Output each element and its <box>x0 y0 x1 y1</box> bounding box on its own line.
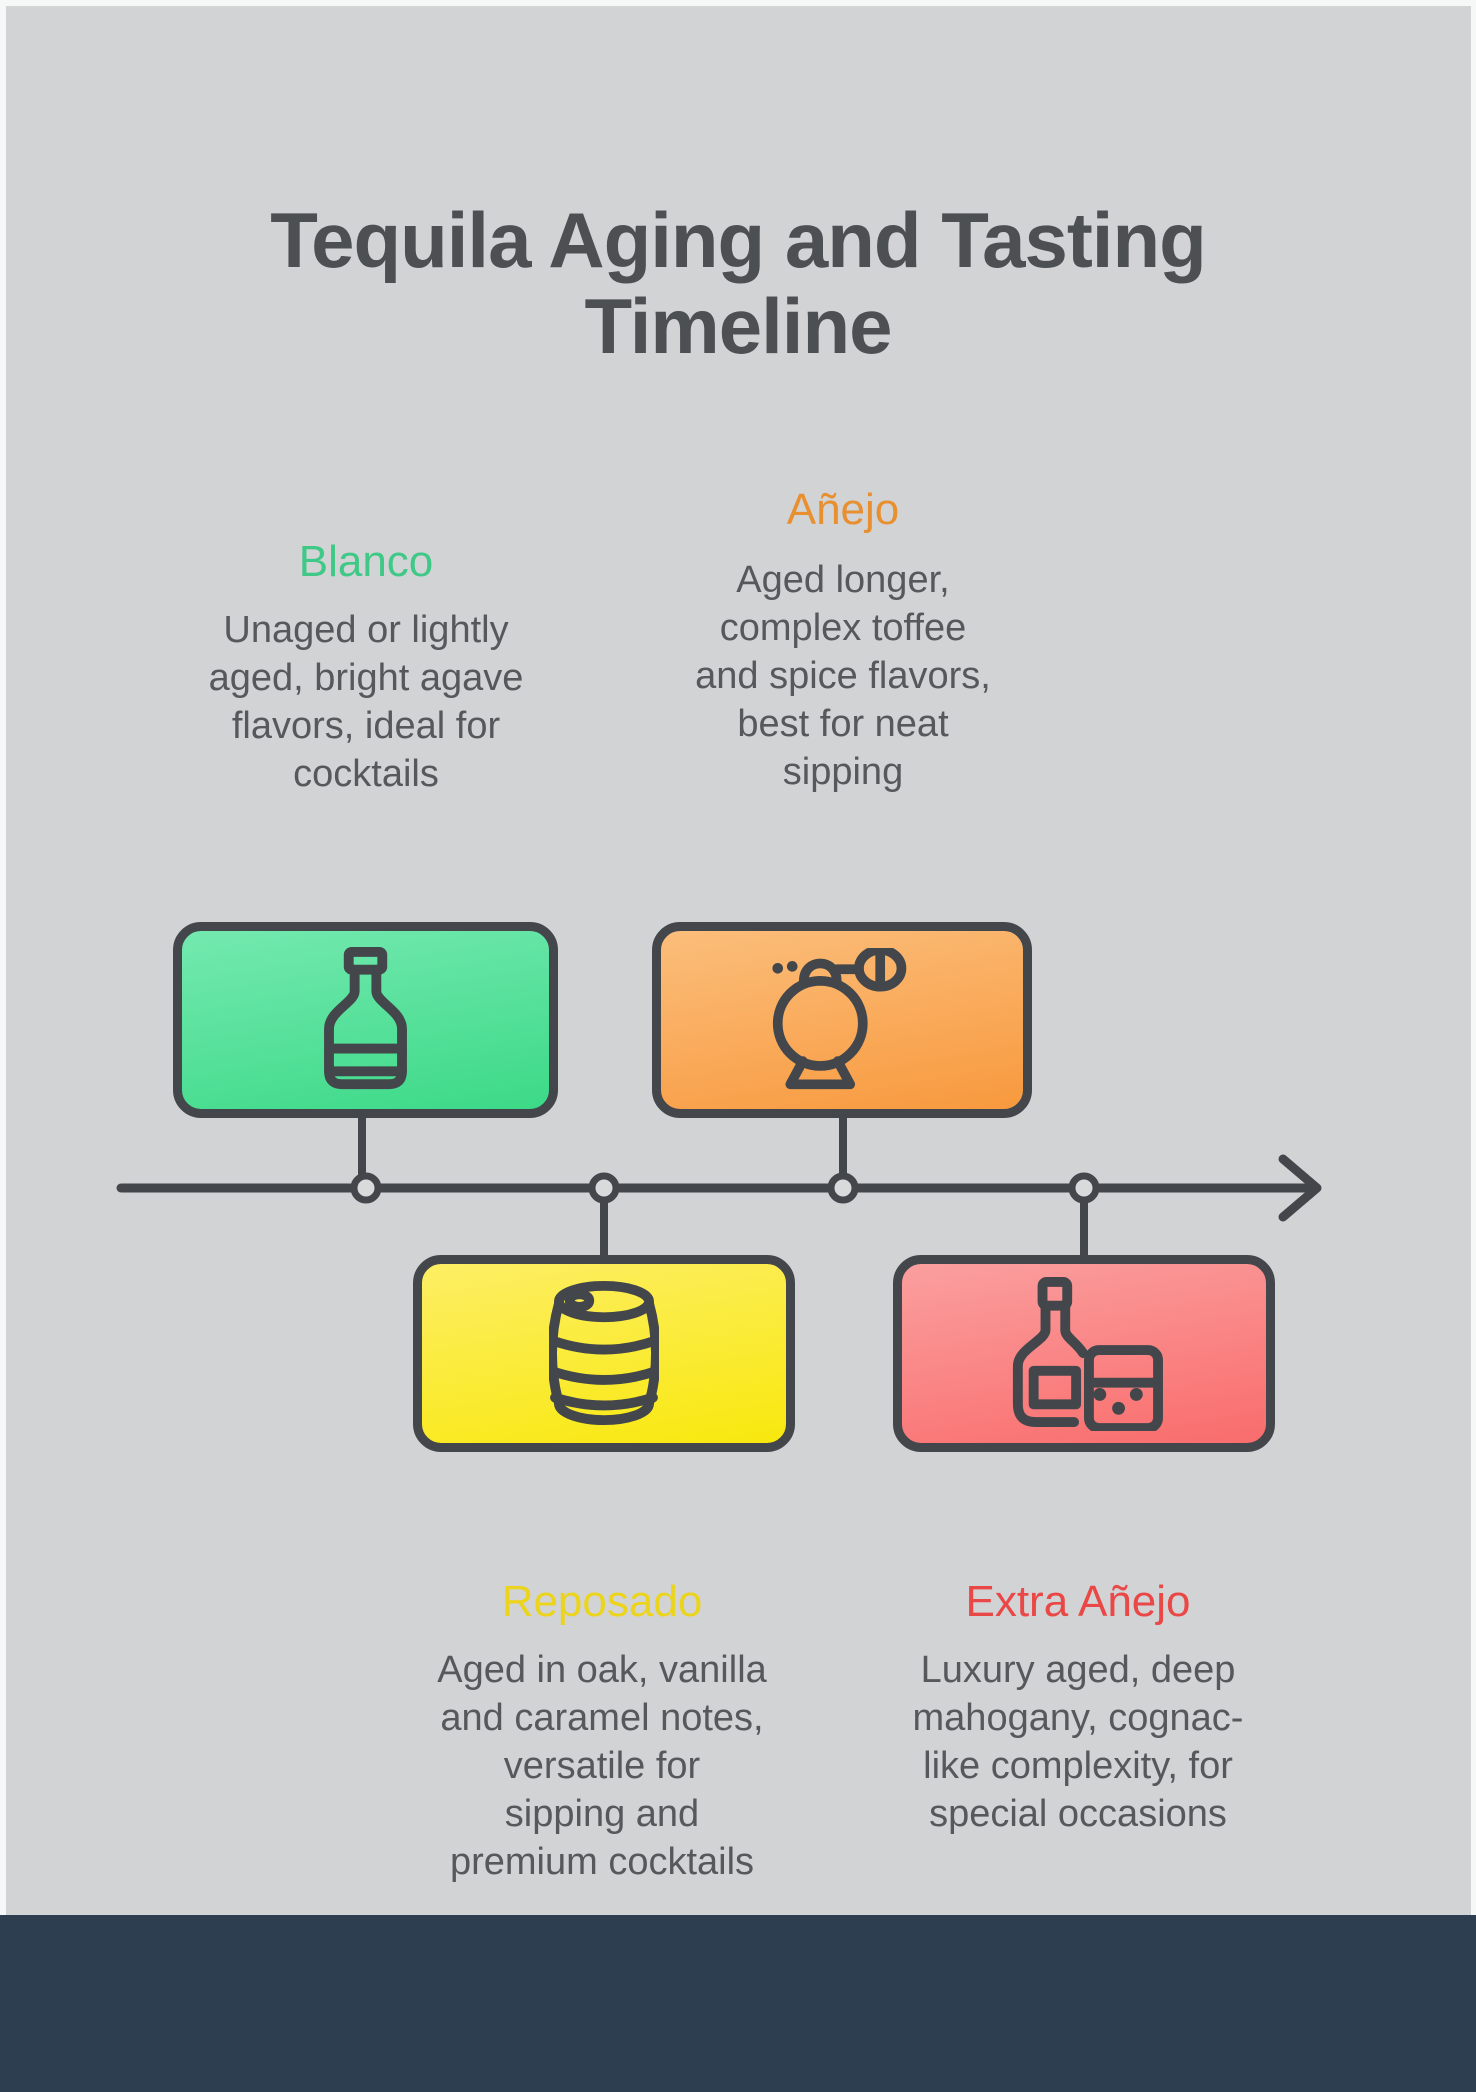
connector-reposado <box>600 1186 608 1260</box>
footer-bar <box>0 1915 1476 2092</box>
barrel-icon <box>549 1280 659 1427</box>
connector-blanco <box>358 1112 366 1192</box>
stage-description-blanco: Unaged or lightly aged, bright agave fla… <box>208 609 524 795</box>
stage-description-anejo: Aged longer, complex toffee and spice fl… <box>695 559 991 793</box>
stage-box-blanco <box>173 922 558 1118</box>
page-title: Tequila Aging and Tasting Timeline <box>270 196 1207 370</box>
stage-description-extra-anejo: Luxury aged, deep mahogany, cognac- like… <box>912 1649 1244 1835</box>
stage-box-reposado <box>413 1255 795 1452</box>
stage-box-extra-anejo <box>893 1255 1275 1452</box>
stage-label-reposado: Reposado <box>501 1577 703 1626</box>
perfume-atomizer-icon <box>770 947 915 1093</box>
stage-description-reposado: Aged in oak, vanilla and caramel notes, … <box>437 1649 767 1883</box>
bottle-and-glass-icon <box>1005 1276 1163 1431</box>
connector-anejo <box>839 1112 847 1192</box>
stage-label-blanco: Blanco <box>298 537 434 586</box>
stage-label-extra-anejo: Extra Añejo <box>965 1577 1191 1626</box>
connector-extra-anejo <box>1080 1186 1088 1260</box>
stage-box-anejo <box>652 922 1032 1118</box>
stage-label-anejo: Añejo <box>786 485 900 534</box>
bottle-icon <box>318 946 413 1094</box>
